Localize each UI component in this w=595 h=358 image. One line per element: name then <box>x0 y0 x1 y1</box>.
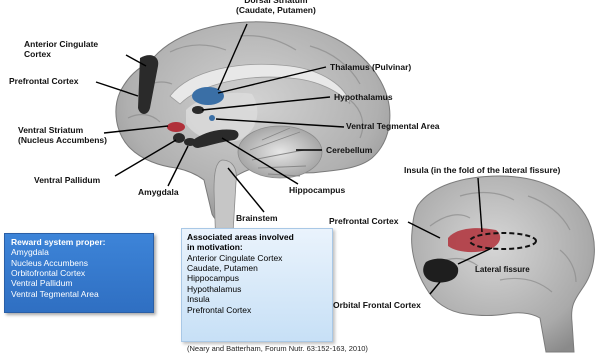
reward-item: Ventral Pallidum <box>11 278 147 288</box>
reward-item: Orbitofrontal Cortex <box>11 268 147 278</box>
reward-system-box: Reward system proper: Amygdala Nucleus A… <box>4 233 154 313</box>
reward-item: Amygdala <box>11 247 147 257</box>
label-dorsal-striatum: Dorsal Striatum (Caudate, Putamen) <box>236 0 316 16</box>
label-lateral-fissure: Lateral fissure <box>475 265 530 274</box>
orbital-frontal-region <box>423 259 458 283</box>
label-brainstem: Brainstem <box>236 214 278 224</box>
associated-item: Prefrontal Cortex <box>187 305 327 315</box>
label-orbital-frontal: Orbital Frontal Cortex <box>333 301 421 311</box>
label-prefrontal-right: Prefrontal Cortex <box>329 217 398 227</box>
associated-item: Hypothalamus <box>187 284 327 294</box>
label-thalamus: Thalamus (Pulvinar) <box>330 63 411 73</box>
label-hypothalamus: Hypothalamus <box>334 93 393 103</box>
label-vta: Ventral Tegmental Area <box>346 122 440 132</box>
associated-item: Insula <box>187 294 327 304</box>
associated-item: Anterior Cingulate Cortex <box>187 253 327 263</box>
reward-item: Nucleus Accumbens <box>11 258 147 268</box>
label-anterior-cingulate: Anterior Cingulate Cortex <box>24 40 98 60</box>
label-hippocampus: Hippocampus <box>289 186 345 196</box>
associated-areas-heading: Associated areas involved in motivation: <box>187 232 327 253</box>
reward-item: Ventral Tegmental Area <box>11 289 147 299</box>
associated-item: Hippocampus <box>187 273 327 283</box>
citation: (Neary and Batterham, Forum Nutr. 63:152… <box>187 344 368 353</box>
cerebellum-shape <box>238 126 322 178</box>
label-cerebellum: Cerebellum <box>326 146 372 156</box>
label-ventral-pallidum: Ventral Pallidum <box>34 176 100 186</box>
associated-areas-box: Associated areas involved in motivation:… <box>181 228 333 342</box>
label-insula: Insula (in the fold of the lateral fissu… <box>404 166 560 176</box>
ventral-striatum-region <box>167 122 185 132</box>
vta-region <box>209 115 215 121</box>
label-ventral-striatum: Ventral Striatum (Nucleus Accumbens) <box>18 126 107 146</box>
label-prefrontal-left: Prefrontal Cortex <box>9 77 78 87</box>
associated-item: Caudate, Putamen <box>187 263 327 273</box>
thalamus-region <box>192 87 224 105</box>
label-amygdala: Amygdala <box>138 188 179 198</box>
reward-system-heading: Reward system proper: <box>11 237 147 247</box>
